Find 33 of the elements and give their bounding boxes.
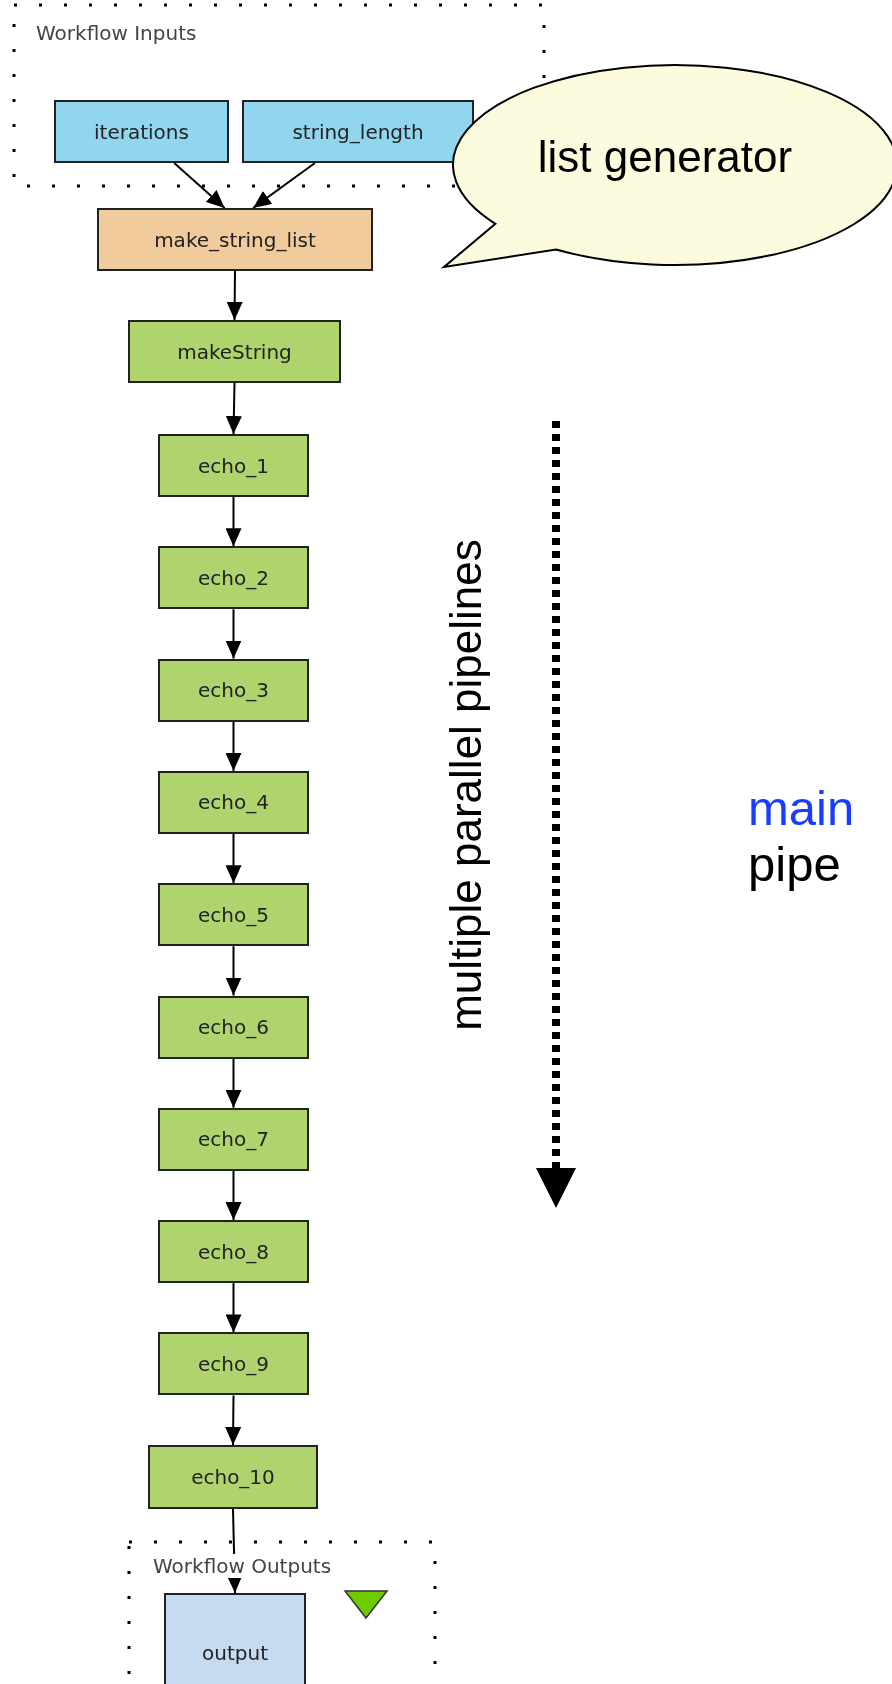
process-box: string_length xyxy=(242,100,474,163)
arrow xyxy=(225,1282,242,1334)
arrow xyxy=(173,162,226,209)
arrow xyxy=(225,1394,242,1446)
group-label: Workflow Outputs xyxy=(153,1554,332,1578)
arrow xyxy=(225,382,242,435)
arrow xyxy=(225,832,242,885)
annotation-text: main xyxy=(748,780,855,836)
process-box: echo_5 xyxy=(158,883,309,947)
process-box: echo_7 xyxy=(158,1107,309,1171)
process-box: echo_8 xyxy=(158,1220,309,1284)
process-box: echo_1 xyxy=(158,434,309,497)
annotation-text: pipe xyxy=(748,836,841,892)
process-box: echo_2 xyxy=(158,546,309,610)
arrow xyxy=(225,945,242,997)
arrow xyxy=(225,1169,242,1222)
process-box: iterations xyxy=(54,100,229,163)
arrow xyxy=(226,270,243,321)
bubble-text: list generator xyxy=(536,132,794,182)
process-box: echo_9 xyxy=(158,1332,309,1396)
process-box: output xyxy=(164,1593,306,1684)
arrow xyxy=(225,608,242,660)
process-box: echo_6 xyxy=(158,995,309,1059)
process-box: echo_4 xyxy=(158,770,309,834)
arrow xyxy=(225,720,242,772)
annotation-text: multiple parallel pipelines xyxy=(441,538,491,1033)
process-box: make_string_list xyxy=(97,208,373,271)
process-box: echo_10 xyxy=(148,1445,318,1509)
arrow xyxy=(225,496,242,548)
process-box: makeString xyxy=(128,320,341,383)
group-frame xyxy=(129,1542,435,1684)
arrow xyxy=(225,1057,242,1109)
process-box: echo_3 xyxy=(158,658,309,722)
